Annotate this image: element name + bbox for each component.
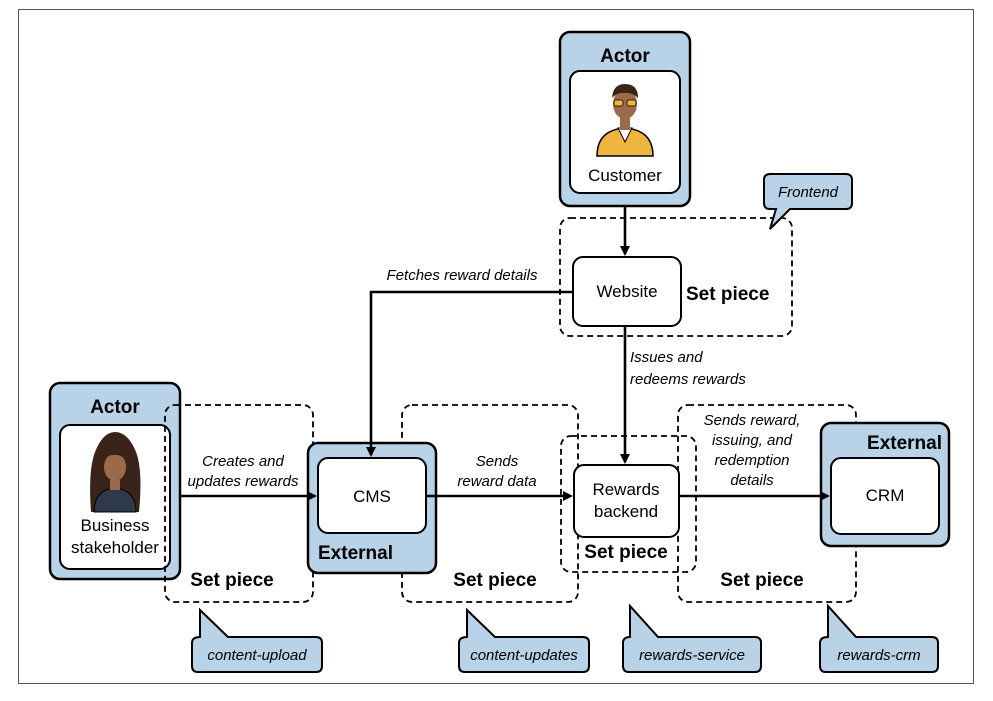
callout-content-updates-text: content-updates [470,647,578,664]
crm-node[interactable] [830,457,940,535]
callout-content-upload: content-upload [191,607,323,673]
callout-rewards-crm-text: rewards-crm [837,647,920,664]
website-set-piece-region [559,217,793,337]
crm-external-tag: External [867,433,942,454]
rewards-set-piece-tag: Set piece [584,542,667,563]
rewards-label-line1: Rewards [592,480,659,499]
business-label-line1: Business [81,516,150,535]
customer-actor: Actor Customer [558,30,692,208]
crm-label: CRM [866,486,905,505]
business-label-line2: stakeholder [71,538,159,557]
sends-reward-label-line4: details [730,472,774,489]
issues-label-line1: Issues and [630,349,703,366]
sends-reward-label-line1: Sends reward, [704,412,801,429]
sends-label-line1: Sends [476,453,519,470]
callout-content-updates: content-updates [458,607,590,673]
callout-rewards-service-text: rewards-service [639,647,745,664]
sends-label-line2: reward data [457,473,536,490]
business-actor-title: Actor [90,397,140,418]
website-set-piece-tag: Set piece [686,284,769,305]
website-node-group: Website Set piece [572,256,769,327]
business-stakeholder-actor: Actor Business stakeholder [48,381,182,581]
arrows [180,206,830,501]
callout-rewards-crm: rewards-crm [819,603,939,673]
callout-frontend-text: Frontend [778,184,839,201]
rewards-crm-set-piece-tag: Set piece [720,570,803,591]
sends-reward-label-line2: issuing, and [712,432,793,449]
crm-external: External CRM [819,421,951,548]
website-to-cms-arrow [366,290,573,457]
website-label: Website [596,282,657,301]
callout-content-upload-text: content-upload [207,647,307,664]
cms-external: CMS External [306,441,438,575]
content-updates-set-piece-tag: Set piece [453,570,536,591]
content-upload-set-piece-tag: Set piece [190,570,273,591]
rewards-set-piece-region [560,435,697,573]
creates-label-line1: Creates and [202,453,284,470]
callout-rewards-service: rewards-service [622,603,762,673]
customer-label: Customer [588,166,662,185]
business-stakeholder-person-icon [90,432,141,513]
callout-frontend: Frontend [763,173,853,230]
fetches-label: Fetches reward details [387,267,538,284]
cms-external-tag: External [318,543,393,564]
customer-actor-title: Actor [600,46,650,67]
cms-label: CMS [353,487,391,506]
issues-label-line2: redeems rewards [630,371,746,388]
sends-reward-label-line3: redemption [714,452,789,469]
customer-person-icon [596,84,654,157]
rewards-backend-node[interactable] [573,464,680,538]
creates-label-line2: updates rewards [188,473,299,490]
rewards-label-line2: backend [594,502,658,521]
rewards-backend-group: Rewards backend Set piece [573,464,680,563]
